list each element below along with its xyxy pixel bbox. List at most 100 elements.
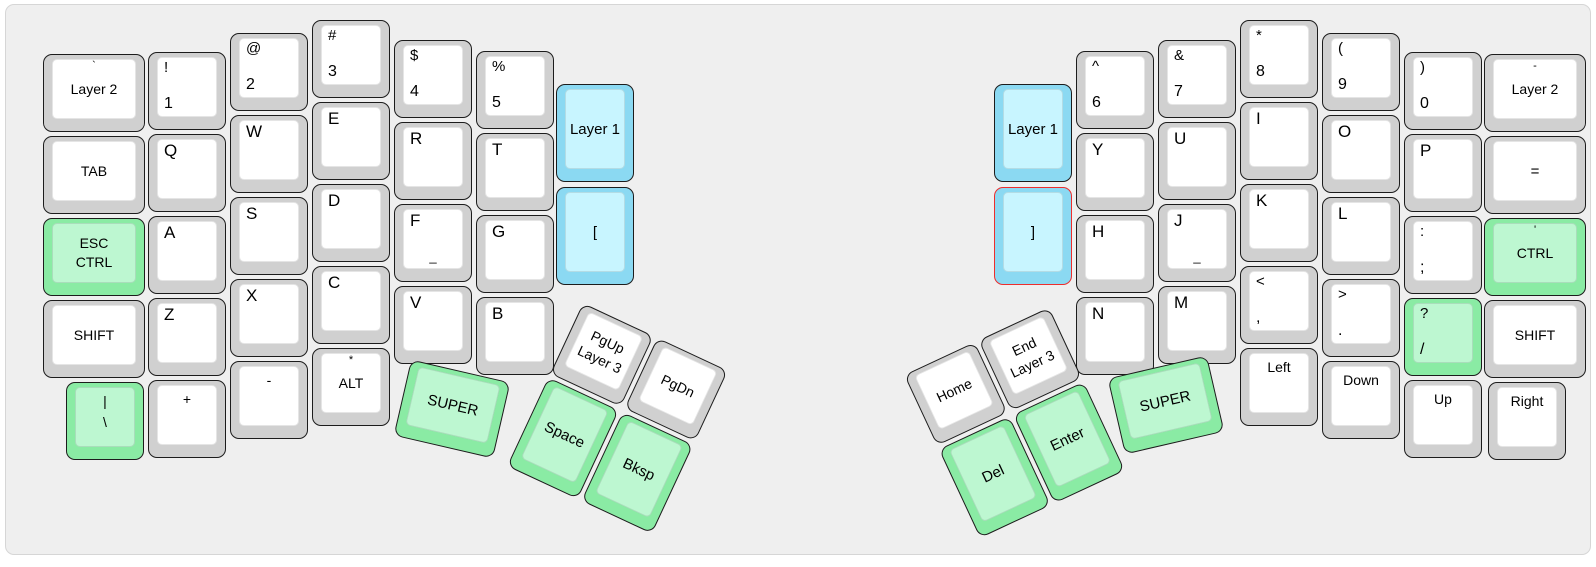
key-q[interactable]: Q bbox=[148, 134, 226, 212]
keycap-top: Enter bbox=[1023, 390, 1112, 488]
key-tab[interactable]: TAB bbox=[43, 136, 145, 214]
key-t[interactable]: T bbox=[476, 133, 554, 211]
key-legend-shift: - bbox=[1533, 60, 1537, 72]
key-b[interactable]: B bbox=[476, 297, 554, 375]
key-legend: + bbox=[158, 389, 216, 410]
key-m[interactable]: M bbox=[1158, 286, 1236, 364]
key-shift-right[interactable]: SHIFT bbox=[1484, 300, 1586, 378]
key-legend-shift: # bbox=[328, 27, 337, 44]
keycap-top: SHIFT bbox=[52, 305, 136, 365]
key-l[interactable]: L bbox=[1322, 197, 1400, 275]
key-legend-line: + bbox=[182, 391, 192, 407]
key-n[interactable]: N bbox=[1076, 297, 1154, 375]
key-caret-6[interactable]: ^6 bbox=[1076, 51, 1154, 129]
key-legend: X bbox=[246, 286, 258, 305]
key-lbracket[interactable]: [ bbox=[556, 187, 634, 285]
key-plus[interactable]: + bbox=[148, 380, 226, 458]
keycap-top: 'CTRL bbox=[1493, 223, 1577, 283]
key-layer1-left[interactable]: Layer 1 bbox=[556, 84, 634, 182]
key-o[interactable]: O bbox=[1322, 115, 1400, 193]
key-lt-comma[interactable]: <, bbox=[1240, 266, 1318, 344]
key-arrow-up[interactable]: Up bbox=[1404, 380, 1482, 458]
key-legend: Layer 2 bbox=[53, 60, 135, 118]
key-exclam-1[interactable]: !1 bbox=[148, 52, 226, 130]
key-z[interactable]: Z bbox=[148, 298, 226, 376]
key-pipe-backslash[interactable]: |\ bbox=[66, 382, 144, 460]
key-legend-line: Left bbox=[1267, 359, 1291, 375]
key-k[interactable]: K bbox=[1240, 184, 1318, 262]
key-y[interactable]: Y bbox=[1076, 133, 1154, 211]
key-hash-3[interactable]: #3 bbox=[312, 20, 390, 98]
key-arrow-right[interactable]: Right bbox=[1488, 382, 1566, 460]
key-e[interactable]: E bbox=[312, 102, 390, 180]
key-minus[interactable]: - bbox=[230, 361, 308, 439]
keycap-top: R bbox=[403, 127, 463, 187]
key-shift-left[interactable]: SHIFT bbox=[43, 300, 145, 378]
key-legend-base: 9 bbox=[1338, 76, 1347, 93]
key-asterisk-alt[interactable]: *ALT bbox=[312, 348, 390, 426]
key-legend: SUPER bbox=[406, 368, 499, 443]
keycap-top: `Layer 2 bbox=[52, 59, 136, 119]
keycap-top: D bbox=[321, 189, 381, 249]
key-a[interactable]: A bbox=[148, 216, 226, 294]
key-quote-ctrl[interactable]: 'CTRL bbox=[1484, 218, 1586, 296]
key-percent-5[interactable]: %5 bbox=[476, 51, 554, 129]
key-x[interactable]: X bbox=[230, 279, 308, 357]
keycap-top: |\ bbox=[75, 387, 135, 447]
key-legend-line: Home bbox=[933, 374, 975, 405]
key-gt-period[interactable]: >. bbox=[1322, 279, 1400, 357]
key-w[interactable]: W bbox=[230, 115, 308, 193]
key-lparen-9[interactable]: (9 bbox=[1322, 33, 1400, 111]
key-v[interactable]: V bbox=[394, 286, 472, 364]
key-h[interactable]: H bbox=[1076, 215, 1154, 293]
key-j[interactable]: J_ bbox=[1158, 204, 1236, 282]
key-at-2[interactable]: @2 bbox=[230, 33, 308, 111]
key-legend: - bbox=[240, 370, 298, 391]
key-equals[interactable]: = bbox=[1484, 136, 1586, 214]
key-u[interactable]: U bbox=[1158, 122, 1236, 200]
key-layer1-right[interactable]: Layer 1 bbox=[994, 84, 1072, 182]
key-legend: ] bbox=[1004, 193, 1062, 271]
key-g[interactable]: G bbox=[476, 215, 554, 293]
key-legend: SUPER bbox=[1119, 364, 1212, 439]
key-p[interactable]: P bbox=[1404, 134, 1482, 212]
key-dash-layer2[interactable]: -Layer 2 bbox=[1484, 54, 1586, 132]
keycap-top: J_ bbox=[1167, 209, 1227, 269]
key-colon-semicolon[interactable]: :; bbox=[1404, 216, 1482, 294]
key-c[interactable]: C bbox=[312, 266, 390, 344]
key-legend-shift: ? bbox=[1420, 305, 1429, 322]
key-legend: C bbox=[328, 273, 341, 292]
key-d[interactable]: D bbox=[312, 184, 390, 262]
key-arrow-left[interactable]: Left bbox=[1240, 348, 1318, 426]
key-grave-layer2[interactable]: `Layer 2 bbox=[43, 54, 145, 132]
key-i[interactable]: I bbox=[1240, 102, 1318, 180]
key-asterisk-8[interactable]: *8 bbox=[1240, 20, 1318, 98]
key-legend: E bbox=[328, 109, 340, 128]
key-legend-line: Enter bbox=[1047, 423, 1088, 455]
key-rbracket[interactable]: ] bbox=[994, 187, 1072, 285]
keycap-top: *8 bbox=[1249, 25, 1309, 85]
key-arrow-down[interactable]: Down bbox=[1322, 361, 1400, 439]
keycap-top: - bbox=[239, 366, 299, 426]
key-legend: = bbox=[1494, 142, 1576, 200]
key-r[interactable]: R bbox=[394, 122, 472, 200]
keycap-top: [ bbox=[565, 192, 625, 272]
key-legend-line: Del bbox=[979, 461, 1007, 487]
key-f[interactable]: F_ bbox=[394, 204, 472, 282]
keycap-top: E bbox=[321, 107, 381, 167]
key-question-slash[interactable]: ?/ bbox=[1404, 298, 1482, 376]
keycap-top: T bbox=[485, 138, 545, 198]
key-rparen-0[interactable]: )0 bbox=[1404, 52, 1482, 130]
key-legend: SHIFT bbox=[1494, 306, 1576, 364]
key-dollar-4[interactable]: $4 bbox=[394, 40, 472, 118]
key-legend-shift: > bbox=[1338, 286, 1347, 303]
key-amp-7[interactable]: &7 bbox=[1158, 40, 1236, 118]
key-legend-base: 6 bbox=[1092, 94, 1101, 111]
key-s[interactable]: S bbox=[230, 197, 308, 275]
key-legend: ALT bbox=[322, 354, 380, 412]
keycap-top: ^6 bbox=[1085, 56, 1145, 116]
key-legend: SHIFT bbox=[53, 306, 135, 364]
key-legend: T bbox=[492, 140, 503, 159]
key-legend: Q bbox=[164, 141, 178, 160]
